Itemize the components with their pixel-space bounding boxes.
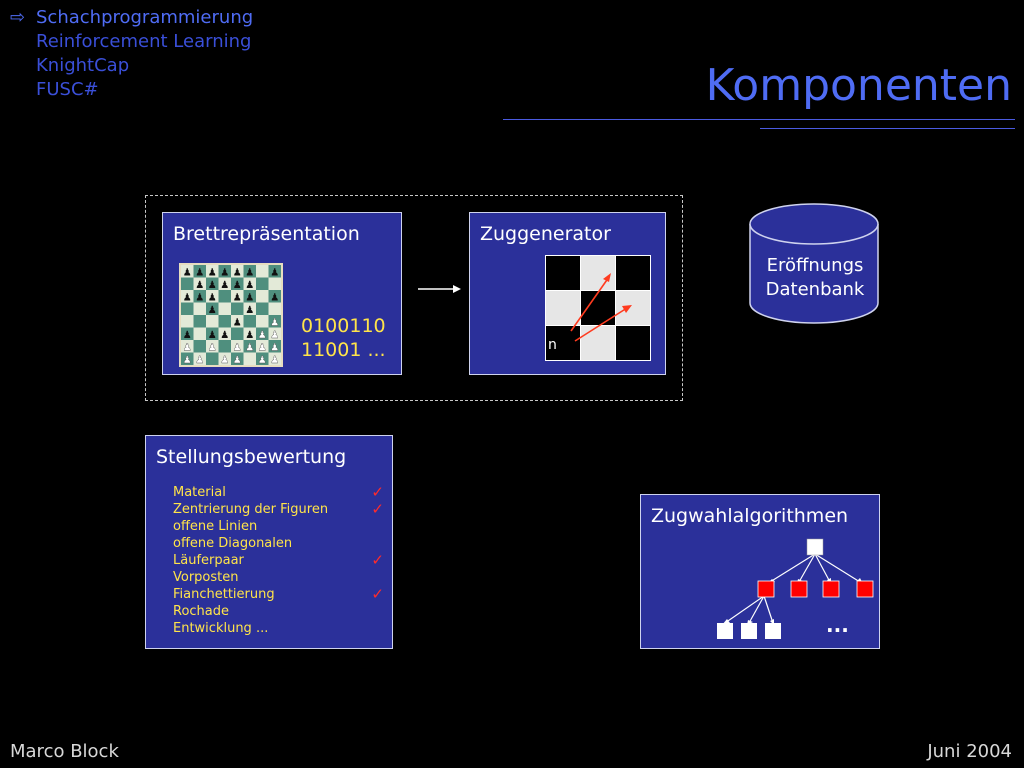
svg-text:♟: ♟: [208, 342, 217, 353]
footer-date: Juni 2004: [927, 741, 1012, 762]
svg-text:♟: ♟: [270, 330, 279, 341]
evaluation-title: Stellungsbewertung: [156, 446, 347, 468]
board-representation-title: Brettrepräsentation: [173, 223, 360, 245]
svg-text:♟: ♟: [183, 292, 192, 303]
search-tree-icon: [717, 538, 874, 639]
footer-author: Marco Block: [10, 741, 119, 762]
svg-text:♟: ♟: [270, 317, 279, 328]
criterion-label: Vorposten: [173, 570, 239, 585]
svg-text:♟: ♟: [208, 267, 217, 278]
criterion-label: offene Linien: [173, 519, 258, 534]
tree-ellipsis: ...: [826, 613, 849, 637]
svg-text:♟: ♟: [245, 305, 254, 316]
svg-text:♟: ♟: [195, 267, 204, 278]
criterion-label: Entwicklung ...: [173, 621, 269, 636]
svg-text:♟: ♟: [233, 267, 242, 278]
svg-text:♟: ♟: [258, 342, 267, 353]
title-rule-upper: [503, 119, 1015, 120]
svg-text:♟: ♟: [208, 305, 217, 316]
svg-text:♟: ♟: [220, 330, 229, 341]
nav-item-label: Schachprogrammierung: [36, 7, 254, 28]
criterion-item: Zentrierung der Figuren ✓: [173, 501, 388, 518]
arrow-right-icon: ⇨: [10, 7, 26, 28]
criterion-item: Entwicklung ...: [173, 620, 388, 637]
svg-text:♟: ♟: [220, 267, 229, 278]
knight-move-grid-icon: n: [545, 255, 651, 361]
svg-text:♟: ♟: [233, 292, 242, 303]
board-movegen-group: [145, 195, 683, 401]
svg-text:♟: ♟: [270, 267, 279, 278]
flow-arrow: [418, 285, 461, 293]
checkmark-icon: ✓: [371, 483, 384, 501]
svg-text:♟: ♟: [245, 292, 254, 303]
svg-text:♟: ♟: [183, 342, 192, 353]
page-title: Komponenten: [705, 60, 1012, 111]
svg-text:♟: ♟: [220, 355, 229, 366]
checkmark-icon: ✓: [371, 551, 384, 569]
title-rule-lower: [760, 128, 1015, 129]
criterion-item: offene Linien: [173, 518, 388, 535]
svg-text:♟: ♟: [233, 355, 242, 366]
svg-text:♟: ♟: [258, 330, 267, 341]
nav-item-fusc[interactable]: FUSC#: [36, 79, 99, 100]
svg-text:♟: ♟: [245, 330, 254, 341]
svg-text:♟: ♟: [245, 280, 254, 291]
svg-text:♟: ♟: [258, 355, 267, 366]
knight-cell-label: n: [548, 337, 557, 353]
svg-text:♟: ♟: [245, 267, 254, 278]
svg-text:♟: ♟: [195, 355, 204, 366]
move-generator-box: Zuggenerator n: [469, 212, 666, 375]
svg-text:♟: ♟: [270, 355, 279, 366]
nav-item-reinforcement-learning[interactable]: Reinforcement Learning: [36, 31, 252, 52]
criterion-item: Vorposten: [173, 569, 388, 586]
board-representation-box: Brettrepräsentation ♟♟♟♟♟♟♟♟♟♟♟♟♟♟♟♟♟♟♟♟…: [162, 212, 402, 375]
criterion-label: offene Diagonalen: [173, 536, 293, 551]
database-label-line-1: Eröffnungs: [766, 255, 864, 276]
svg-text:♟: ♟: [195, 292, 204, 303]
svg-text:♟: ♟: [195, 280, 204, 291]
svg-text:♟: ♟: [208, 280, 217, 291]
criterion-item: Läuferpaar ✓: [173, 552, 388, 569]
svg-text:♟: ♟: [208, 292, 217, 303]
nav-item-knightcap[interactable]: KnightCap: [36, 55, 130, 76]
checkmark-icon: ✓: [371, 585, 384, 603]
svg-text:♟: ♟: [270, 292, 279, 303]
search-algorithms-box: Zugwahlalgorithmen ...: [640, 494, 880, 649]
criterion-item: Rochade: [173, 603, 388, 620]
move-generator-title: Zuggenerator: [480, 223, 611, 245]
criterion-item: Fianchettierung ✓: [173, 586, 388, 603]
criterion-label: Material: [173, 485, 226, 500]
binary-code-line-2: 11001 ...: [301, 339, 386, 361]
svg-text:♟: ♟: [183, 355, 192, 366]
svg-text:♟: ♟: [270, 342, 279, 353]
svg-text:♟: ♟: [208, 330, 217, 341]
topic-navigation: ⇨ Schachprogrammierung Reinforcement Lea…: [10, 6, 253, 102]
criterion-label: Zentrierung der Figuren: [173, 502, 329, 517]
database-label-line-2: Datenbank: [765, 279, 865, 300]
svg-text:♟: ♟: [233, 317, 242, 328]
evaluation-criteria-list: Material ✓ Zentrierung der Figuren ✓ offen…: [173, 484, 388, 637]
chessboard-icon: ♟♟♟♟♟♟♟♟♟♟♟♟♟♟♟♟♟♟♟♟♟♟♟♟♟♟♟♟♟♟♟♟♟♟♟♟♟♟♟♟: [179, 263, 283, 367]
svg-text:♟: ♟: [233, 280, 242, 291]
svg-text:♟: ♟: [245, 342, 254, 353]
evaluation-box: Stellungsbewertung Material ✓ Zentrierung…: [145, 435, 393, 649]
criterion-item: Material ✓: [173, 484, 388, 501]
criterion-label: Läuferpaar: [173, 553, 244, 568]
svg-text:♟: ♟: [183, 267, 192, 278]
criterion-label: Fianchettierung: [173, 587, 275, 602]
criterion-label: Rochade: [173, 604, 230, 619]
search-algorithms-title: Zugwahlalgorithmen: [651, 505, 849, 527]
svg-text:♟: ♟: [220, 280, 229, 291]
svg-text:♟: ♟: [183, 330, 192, 341]
database-cylinder-icon: [749, 203, 879, 324]
nav-item-schachprogrammierung[interactable]: ⇨ Schachprogrammierung: [10, 6, 253, 30]
binary-code-line-1: 0100110: [301, 315, 386, 337]
criterion-item: offene Diagonalen: [173, 535, 388, 552]
database-label: Eröffnungs Datenbank: [749, 254, 881, 302]
svg-text:♟: ♟: [233, 342, 242, 353]
checkmark-icon: ✓: [371, 500, 384, 518]
